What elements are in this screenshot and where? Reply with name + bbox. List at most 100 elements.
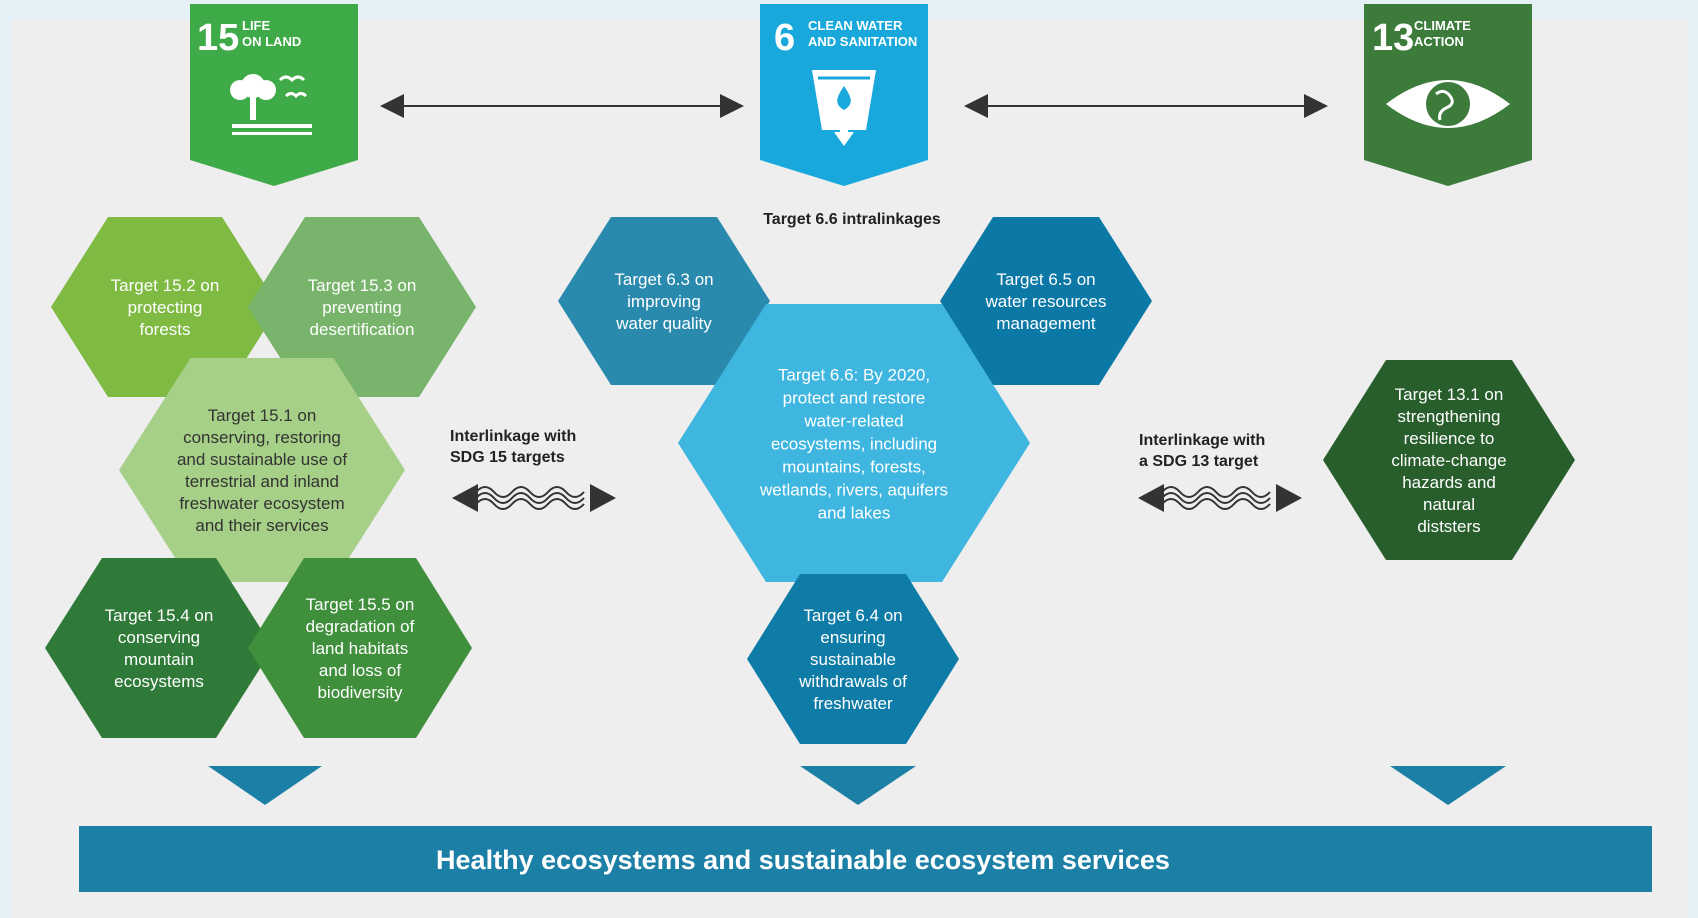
hexagon-text-line: withdrawals of: [798, 672, 907, 691]
hexagon-t6-6: Target 6.6: By 2020, protect and restore w…: [678, 304, 1030, 582]
hexagon-text-line: and loss of: [319, 661, 401, 680]
hexagon-t15-3: Target 15.3 on preventing desertification: [248, 217, 476, 397]
hexagon-text-line: biodiversity: [317, 683, 403, 702]
hexagon-text-line: mountain: [124, 650, 194, 669]
sdg13-title-line1: CLIMATE: [1414, 18, 1471, 33]
hexagon-t6-4: Target 6.4 on ensuring sustainable withdraw…: [747, 574, 959, 744]
hexagon-text-line: preventing: [322, 298, 401, 317]
down-arrow-sdg13: [1390, 766, 1506, 805]
birds-icon: [278, 75, 308, 99]
hexagon-text-line: conserving: [118, 628, 200, 647]
hexagon-text-line: ecosystems: [114, 672, 204, 691]
arrow-sdg6-sdg13: [964, 94, 1328, 118]
hexagon-shape: [1323, 360, 1575, 560]
hexagon-text-line: water-related: [803, 411, 903, 430]
hexagon-text-line: Target 6.6: By 2020,: [778, 365, 930, 384]
interlink15-label-line1: Interlinkage with: [450, 428, 576, 445]
banner-bar: [79, 826, 1652, 892]
hexagon-text-line: Target 6.5 on: [996, 270, 1095, 289]
hexagon-text-line: natural: [1423, 495, 1475, 514]
sdg15-title-line1: LIFE: [242, 18, 270, 33]
sdg13-title-line2: ACTION: [1414, 34, 1464, 49]
hexagon-text-line: Target 13.1 on: [1395, 385, 1504, 404]
sdg6-number: 6: [774, 17, 795, 59]
hexagon-text-line: freshwater: [813, 694, 893, 713]
hexagon-shape: [51, 217, 279, 397]
interlink15-label-line2: SDG 15 targets: [450, 449, 565, 466]
hexagon-text-line: resilience to: [1404, 429, 1495, 448]
sdg15-number: 15: [197, 17, 239, 59]
hexagon-shape: [248, 558, 472, 738]
hexagon-shape: [45, 558, 273, 738]
hexagon-text-line: hazards and: [1402, 473, 1496, 492]
hexagon-text-line: protect and restore: [783, 388, 926, 407]
hexagon-text-line: and sustainable use of: [177, 450, 347, 469]
sdg6-title-line1: CLEAN WATER: [808, 18, 903, 33]
banner-text: Healthy ecosystems and sustainable ecosy…: [436, 845, 1170, 875]
wavy-arrow-sdg13: [1138, 484, 1302, 512]
hexagon-text-line: water quality: [615, 314, 712, 333]
hexagon-text-line: land habitats: [312, 639, 408, 658]
hexagon-text-line: protecting: [128, 298, 203, 317]
down-arrow-sdg6: [800, 766, 916, 805]
interlink13-label-line1: Interlinkage with: [1139, 432, 1265, 449]
hexagon-text-line: management: [996, 314, 1096, 333]
hexagon-t15-4: Target 15.4 on conserving mountain ecosyste…: [45, 558, 273, 738]
hexagon-text-line: Target 15.5 on: [306, 595, 415, 614]
eye-globe-icon: [1386, 80, 1510, 128]
hexagon-text-line: diststers: [1417, 517, 1480, 536]
hexagon-shape: [747, 574, 959, 744]
hexagon-text-line: conserving, restoring: [183, 428, 341, 447]
water-glass-icon: [812, 70, 876, 146]
hexagon-text-line: freshwater ecosystem: [179, 494, 344, 513]
hexagon-text-line: forests: [139, 320, 190, 339]
hexagon-text-line: strengthening: [1397, 407, 1500, 426]
hexagon-text-line: climate-change: [1391, 451, 1506, 470]
hexagon-text-line: ecosystems, including: [771, 434, 937, 453]
hexagon-text-line: Target 15.2 on: [111, 276, 220, 295]
hexagon-shape: [678, 304, 1030, 582]
sdg6-badge: 6 CLEAN WATER AND SANITATION: [760, 4, 928, 186]
hexagon-text-line: improving: [627, 292, 701, 311]
hexagon-text-line: Target 15.1 on: [208, 406, 317, 425]
hexagon-t6-3: Target 6.3 on improving water quality: [558, 217, 770, 385]
hexagon-text-line: mountains, forests,: [782, 457, 926, 476]
wavy-arrow-sdg15: [452, 484, 616, 512]
hexagon-text-line: and lakes: [818, 503, 891, 522]
hexagon-text-line: Target 15.4 on: [105, 606, 214, 625]
sdg6-title-line2: AND SANITATION: [808, 34, 917, 49]
hexagon-text-line: and their services: [195, 516, 328, 535]
intralinkages-label: Target 6.6 intralinkages: [763, 211, 941, 228]
hexagon-t15-5: Target 15.5 on degradation of land habitat…: [248, 558, 472, 738]
hexagon-text-line: ensuring: [820, 628, 885, 647]
sdg15-title-line2: ON LAND: [242, 34, 301, 49]
hexagon-text-line: sustainable: [810, 650, 896, 669]
ecosystem-services-banner: Healthy ecosystems and sustainable ecosy…: [79, 826, 1652, 892]
sdg13-number: 13: [1372, 17, 1414, 59]
hexagon-text-line: terrestrial and inland: [185, 472, 339, 491]
down-arrow-sdg15: [208, 766, 322, 805]
interlink13-label-line2: a SDG 13 target: [1139, 453, 1259, 470]
hexagon-text-line: water resources: [985, 292, 1107, 311]
hexagon-text-line: wetlands, rivers, aquifers: [759, 480, 948, 499]
sdg13-badge: 13 CLIMATE ACTION: [1364, 4, 1532, 186]
hexagon-shape: [248, 217, 476, 397]
hexagon-shape: [119, 358, 405, 582]
hexagon-shape: [558, 217, 770, 385]
hexagon-text-line: desertification: [310, 320, 415, 339]
arrow-sdg15-sdg6: [380, 94, 744, 118]
hexagon-text-line: Target 6.3 on: [614, 270, 713, 289]
hexagon-t15-1: Target 15.1 on conserving, restoring and s…: [119, 358, 405, 582]
hexagon-shape: [940, 217, 1152, 385]
hexagon-t6-5: Target 6.5 on water resources management: [940, 217, 1152, 385]
hexagon-text-line: degradation of: [306, 617, 415, 636]
hexagon-t15-2: Target 15.2 on protecting forests: [51, 217, 279, 397]
hexagon-t13-1: Target 13.1 on strengthening resilience to…: [1323, 360, 1575, 560]
hexagon-text-line: Target 6.4 on: [803, 606, 902, 625]
sdg15-badge: 15 LIFE ON LAND: [190, 4, 358, 186]
hexagon-text-line: Target 15.3 on: [308, 276, 417, 295]
tree-icon: [230, 74, 312, 135]
